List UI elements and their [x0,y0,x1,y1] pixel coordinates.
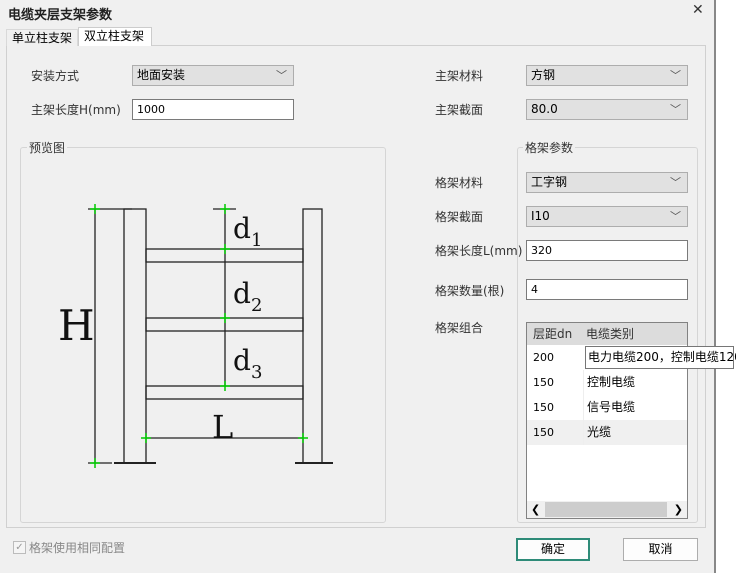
main-section-label: 主架截面 [435,103,484,117]
grid-count-input[interactable]: 4 [526,279,688,300]
ok-button[interactable]: 确定 [516,538,590,561]
grid-section-label: 格架截面 [435,210,484,224]
chevron-down-icon: ﹀ [670,210,681,223]
cell-cable-type-with-tooltip[interactable]: 电力电缆200，控制电缆120 [583,345,736,370]
preview-legend: 预览图 [27,139,68,156]
d2-label: d2 [233,277,262,316]
same-config-label: 格架使用相同配置 [29,541,126,555]
cell-spacing[interactable]: 150 [533,401,554,414]
main-material-value: 方钢 [531,68,556,82]
grid-material-label: 格架材料 [435,176,484,190]
bracket-preview-drawing: H L d1 d2 d3 [58,204,333,468]
preview-group [20,147,386,523]
install-select[interactable]: 地面安装 ﹀ [132,65,294,86]
grid-length-input[interactable]: 320 [526,240,688,261]
d1-label: d1 [233,212,262,251]
grid-length-label: 格架长度L(mm) [435,244,523,258]
grid-material-select[interactable]: 工字钢 ﹀ [526,172,688,193]
checkmark-icon: ✓ [13,541,26,554]
cell-spacing[interactable]: 200 [533,351,554,364]
cell-spacing[interactable]: 150 [533,376,554,389]
chevron-down-icon: ﹀ [670,176,681,189]
grid-combo-table[interactable]: 层距dn 电缆类别 200 电力电缆200，控制电缆120 150 控制电缆 150… [526,322,736,519]
table-body: 200 电力电缆200，控制电缆120 150 控制电缆 150 信号电缆 150 光缆 [527,345,736,445]
table-row[interactable]: 150 信号电缆 [527,395,687,420]
main-material-select[interactable]: 方钢 ﹀ [526,65,688,86]
install-label: 安装方式 [31,69,80,83]
cell-cable-type[interactable]: 电力电缆200，控制电缆120 [585,346,736,369]
cell-cable-type[interactable]: 光缆 [583,420,687,445]
d3-label: d3 [233,344,262,383]
chevron-down-icon: ﹀ [276,69,287,82]
l-label: L [212,408,233,446]
chevron-down-icon: ﹀ [670,69,681,82]
grid-material-value: 工字钢 [531,175,568,189]
tab-single-column[interactable]: 单立柱支架 [6,29,79,46]
column-header-spacing[interactable]: 层距dn [533,327,573,341]
main-section-select[interactable]: 80.0 ﹀ [526,99,688,120]
main-section-value: 80.0 [531,102,558,116]
table-row[interactable]: 150 控制电缆 [527,370,687,395]
length-label: 主架长度H(mm) [31,103,121,117]
dimension-markers [90,204,308,468]
left-column [123,208,147,464]
cell-cable-type[interactable]: 信号电缆 [583,395,687,420]
install-value: 地面安装 [137,68,186,82]
grid-section-select[interactable]: I10 ﹀ [526,206,688,227]
table-header: 层距dn 电缆类别 [527,323,687,345]
close-icon[interactable]: ✕ [692,2,704,18]
tab-double-column[interactable]: 双立柱支架 [78,27,152,46]
grid-params-group [517,147,698,523]
chevron-down-icon: ﹀ [670,103,681,116]
length-input[interactable]: 1000 [132,99,294,120]
right-column [302,208,323,464]
h-label: H [58,301,95,350]
scrollbar-thumb[interactable] [545,502,667,517]
background-window-edge [714,0,736,573]
cancel-button[interactable]: 取消 [623,538,698,561]
table-row[interactable]: 150 光缆 [527,420,687,445]
cell-spacing[interactable]: 150 [533,426,554,439]
main-material-label: 主架材料 [435,69,484,83]
horizontal-scrollbar[interactable]: ❮ ❯ [527,501,687,518]
window-title: 电缆夹层支架参数 [8,8,113,23]
scroll-left-icon[interactable]: ❮ [531,503,541,516]
grid-combo-label: 格架组合 [435,321,484,335]
column-header-cable-type[interactable]: 电缆类别 [586,327,635,341]
grid-params-legend: 格架参数 [523,139,576,156]
same-config-checkbox[interactable]: ✓格架使用相同配置 [13,539,125,556]
scroll-right-icon[interactable]: ❯ [673,503,683,516]
grid-section-value: I10 [531,209,550,223]
table-row[interactable]: 200 电力电缆200，控制电缆120 [527,345,736,370]
grid-count-label: 格架数量(根) [435,284,505,298]
cell-cable-type[interactable]: 控制电缆 [583,370,687,395]
